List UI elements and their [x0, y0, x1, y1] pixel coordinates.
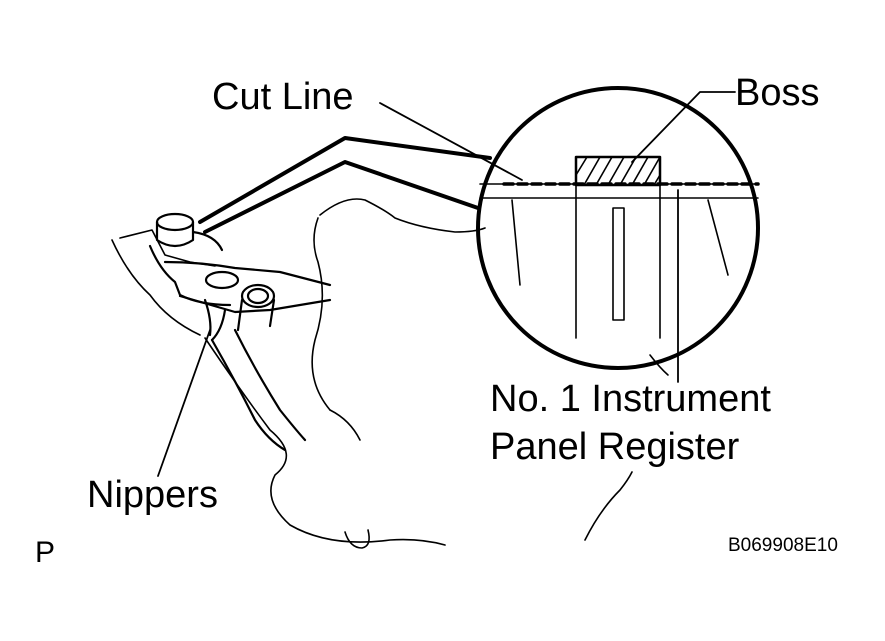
boss-block [576, 157, 660, 185]
register-label-line2: Panel Register [490, 426, 740, 468]
figure-code: B069908E10 [728, 535, 838, 556]
cut-line-label: Cut Line [212, 76, 354, 118]
page-mark: P [35, 536, 56, 569]
magnifier-circle [478, 88, 758, 368]
nippers-leader [158, 330, 210, 476]
nippers-label: Nippers [87, 474, 218, 516]
magnifier-pointer [200, 138, 490, 232]
panel-outline [112, 199, 668, 548]
nippers-tool [150, 214, 330, 450]
cut-line-leader [380, 103, 522, 180]
leader-lines [158, 92, 735, 476]
register-label-line1: No. 1 Instrument [490, 378, 771, 420]
boss-leader [632, 92, 735, 162]
boss-label: Boss [735, 72, 820, 114]
magnifier-detail [480, 184, 758, 338]
